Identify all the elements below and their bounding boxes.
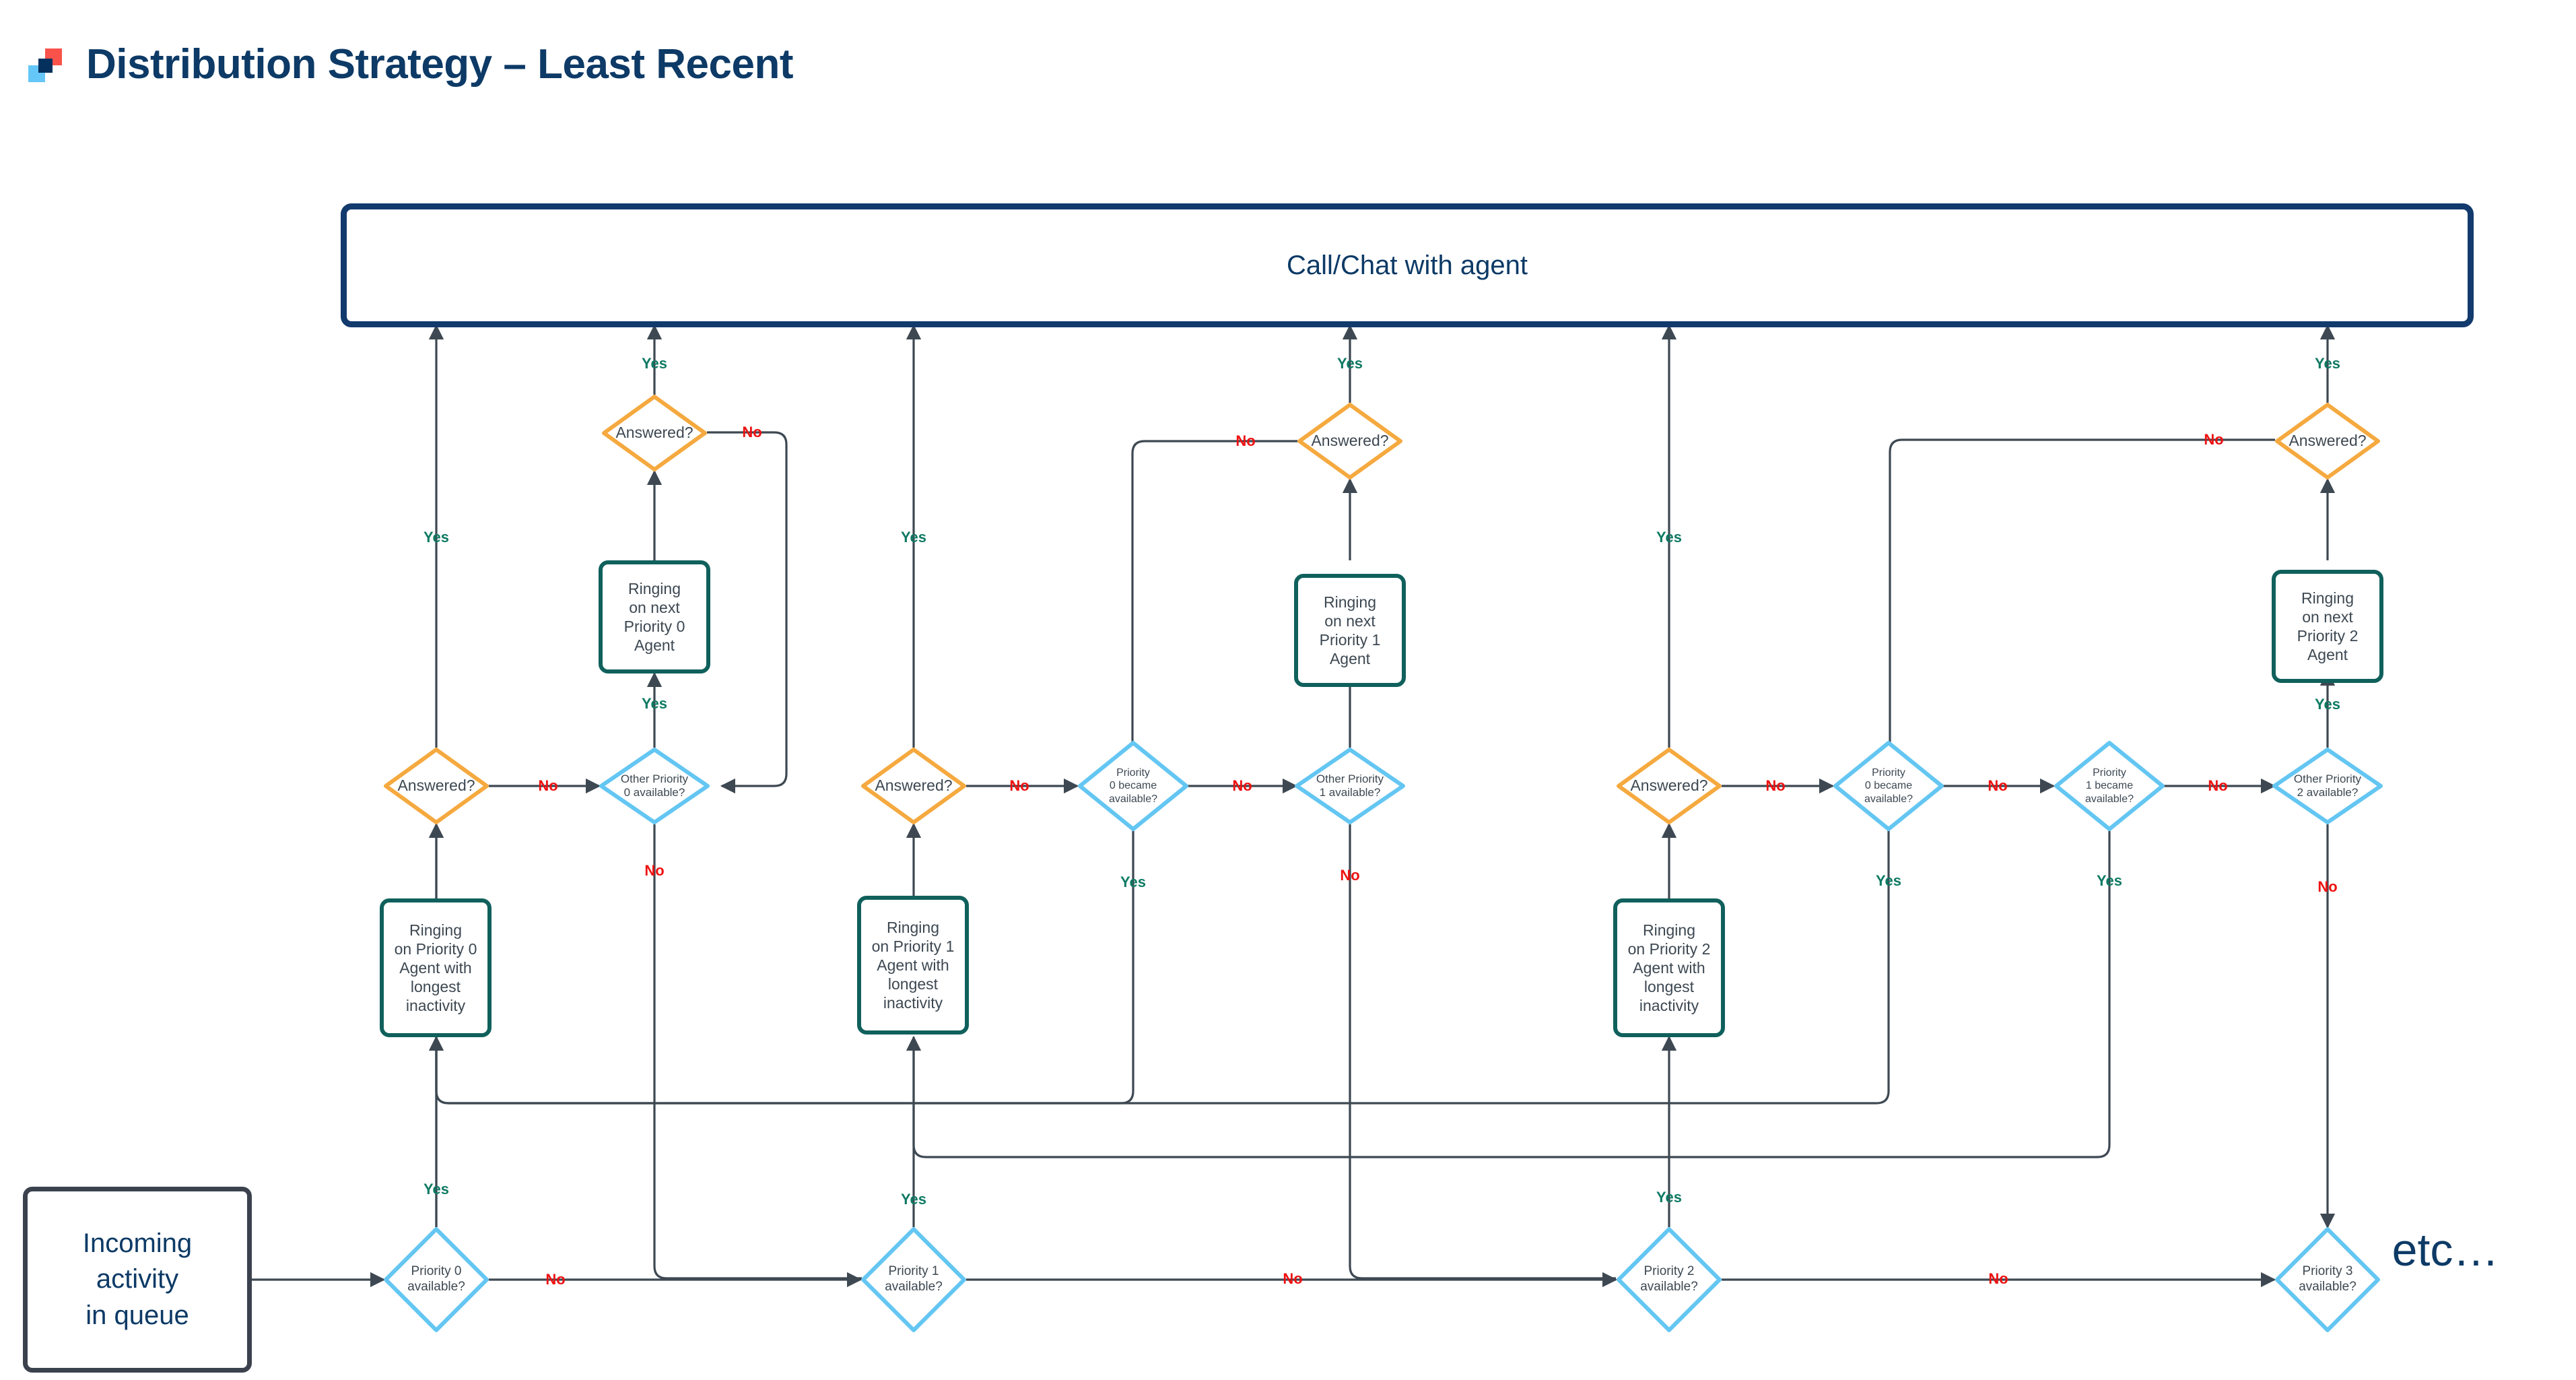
edge-label-yes: Yes: [423, 529, 449, 546]
edge-label-no: No: [1765, 777, 1786, 794]
edge-label-no: No: [644, 862, 665, 879]
answered-next-priority-0-node[interactable]: Answered?: [602, 395, 707, 471]
edge-label-yes: Yes: [1876, 872, 1901, 889]
edge-label-no: No: [1340, 867, 1360, 884]
call-chat-label: Call/Chat with agent: [1287, 250, 1528, 280]
edge-label-yes: Yes: [2097, 872, 2122, 889]
edge-label-yes: Yes: [1337, 355, 1363, 372]
answered-next-priority-2-node[interactable]: Answered?: [2275, 403, 2380, 480]
answered-next-priority-1-node[interactable]: Answered?: [1297, 403, 1402, 480]
edge-label-no: No: [545, 1271, 566, 1288]
edge-label-yes: Yes: [2315, 355, 2340, 372]
brand-logo-icon: [28, 48, 62, 82]
edge-label-no: No: [1232, 777, 1252, 794]
edge-label-no: No: [1988, 777, 2008, 794]
edge-label-yes: Yes: [642, 355, 667, 372]
edge-label-yes: Yes: [2315, 696, 2340, 713]
edge-label-yes: Yes: [1656, 1189, 1682, 1206]
edge-label-no: No: [2317, 878, 2338, 895]
page-header: Distribution Strategy – Least Recent: [0, 0, 2576, 155]
etc-label: etc…: [2392, 1224, 2499, 1276]
edge-label-yes: Yes: [642, 695, 667, 712]
edge-label-no: No: [538, 777, 558, 794]
edge-label-no: No: [2204, 431, 2224, 448]
edge-label-no: No: [742, 424, 762, 440]
edge-label-no: No: [1009, 777, 1029, 794]
answered-priority-0-longest-node[interactable]: Answered?: [384, 748, 489, 824]
edge-label-yes: Yes: [901, 1191, 926, 1208]
edge-label-no: No: [1283, 1270, 1303, 1287]
edge-label-yes: Yes: [901, 529, 926, 546]
edge-label-yes: Yes: [1120, 874, 1146, 890]
page-title: Distribution Strategy – Least Recent: [86, 41, 794, 88]
edge-label-no: No: [1988, 1270, 2008, 1287]
edge-label-yes: Yes: [423, 1181, 449, 1197]
edge-label-no: No: [2208, 777, 2228, 794]
answered-priority-1-longest-node[interactable]: Answered?: [861, 748, 966, 824]
answered-priority-2-longest-node[interactable]: Answered?: [1617, 748, 1722, 824]
edge-label-yes: Yes: [1656, 529, 1682, 546]
edge-label-no: No: [1235, 432, 1256, 449]
call-chat-with-agent-node[interactable]: Call/Chat with agent: [341, 203, 2474, 327]
